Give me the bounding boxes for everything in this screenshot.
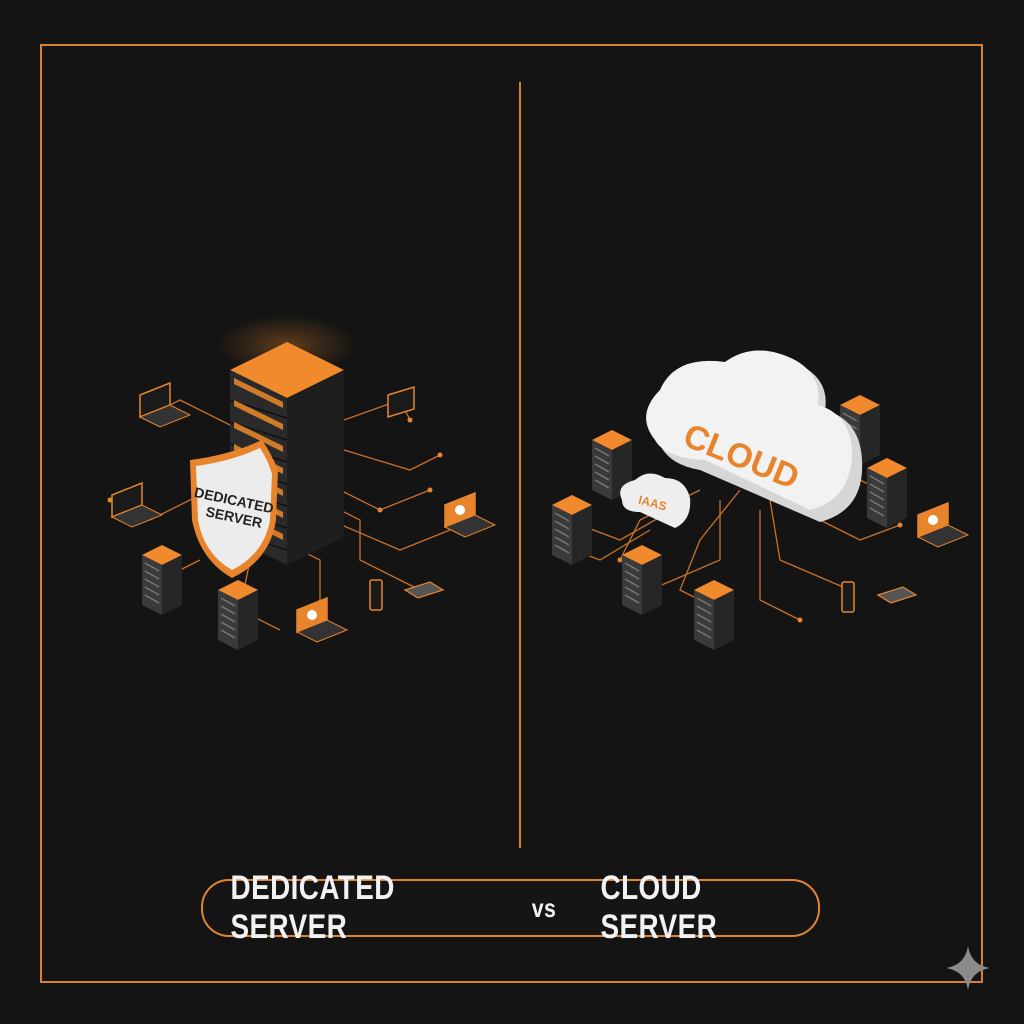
tablet-icon bbox=[876, 586, 918, 604]
laptop-icon bbox=[295, 596, 349, 643]
comparison-title-badge: DEDICATED SERVER vs CLOUD SERVER bbox=[201, 869, 820, 946]
frame-border bbox=[40, 44, 983, 983]
iaas-cloud-icon: IAAS bbox=[620, 473, 691, 528]
phone-icon bbox=[841, 581, 855, 613]
laptop-icon bbox=[110, 481, 164, 528]
server-rack bbox=[622, 545, 662, 615]
server-rack bbox=[867, 458, 907, 528]
laptop-icon bbox=[443, 491, 497, 538]
circuit-node bbox=[897, 522, 903, 528]
circuit-trace bbox=[649, 500, 721, 591]
circuit-node bbox=[437, 452, 443, 458]
tower-slot bbox=[234, 422, 283, 452]
cloud-server-label: CLOUD SERVER bbox=[600, 869, 717, 946]
circuit-node bbox=[377, 507, 383, 513]
tower-slot bbox=[234, 378, 283, 408]
server-rack bbox=[552, 495, 592, 565]
phone-icon bbox=[369, 579, 383, 611]
server-rack bbox=[694, 580, 734, 650]
dedicated-server-label: DEDICATED SERVER bbox=[230, 869, 395, 946]
cloud-icon: CLOUD bbox=[646, 350, 863, 522]
tower-slot bbox=[234, 400, 283, 430]
circuit-trace bbox=[759, 510, 801, 621]
monitor-icon bbox=[387, 385, 415, 419]
circuit-trace bbox=[769, 499, 851, 591]
circuit-node bbox=[617, 557, 623, 563]
circuit-node bbox=[797, 617, 803, 623]
laptop-icon bbox=[138, 381, 192, 428]
shield-icon: DEDICATED SERVER bbox=[190, 440, 278, 578]
client-devices bbox=[110, 381, 970, 643]
server-racks bbox=[142, 395, 907, 650]
vs-label: vs bbox=[531, 892, 557, 923]
circuit-trace bbox=[329, 519, 451, 551]
sparkle-icon bbox=[946, 946, 990, 990]
laptop-icon bbox=[916, 501, 970, 548]
server-rack bbox=[142, 545, 182, 615]
tablet-icon bbox=[403, 581, 445, 599]
server-rack bbox=[218, 580, 258, 650]
circuit-trace bbox=[343, 449, 441, 471]
circuit-node bbox=[427, 487, 433, 493]
circuit-node bbox=[407, 417, 413, 423]
